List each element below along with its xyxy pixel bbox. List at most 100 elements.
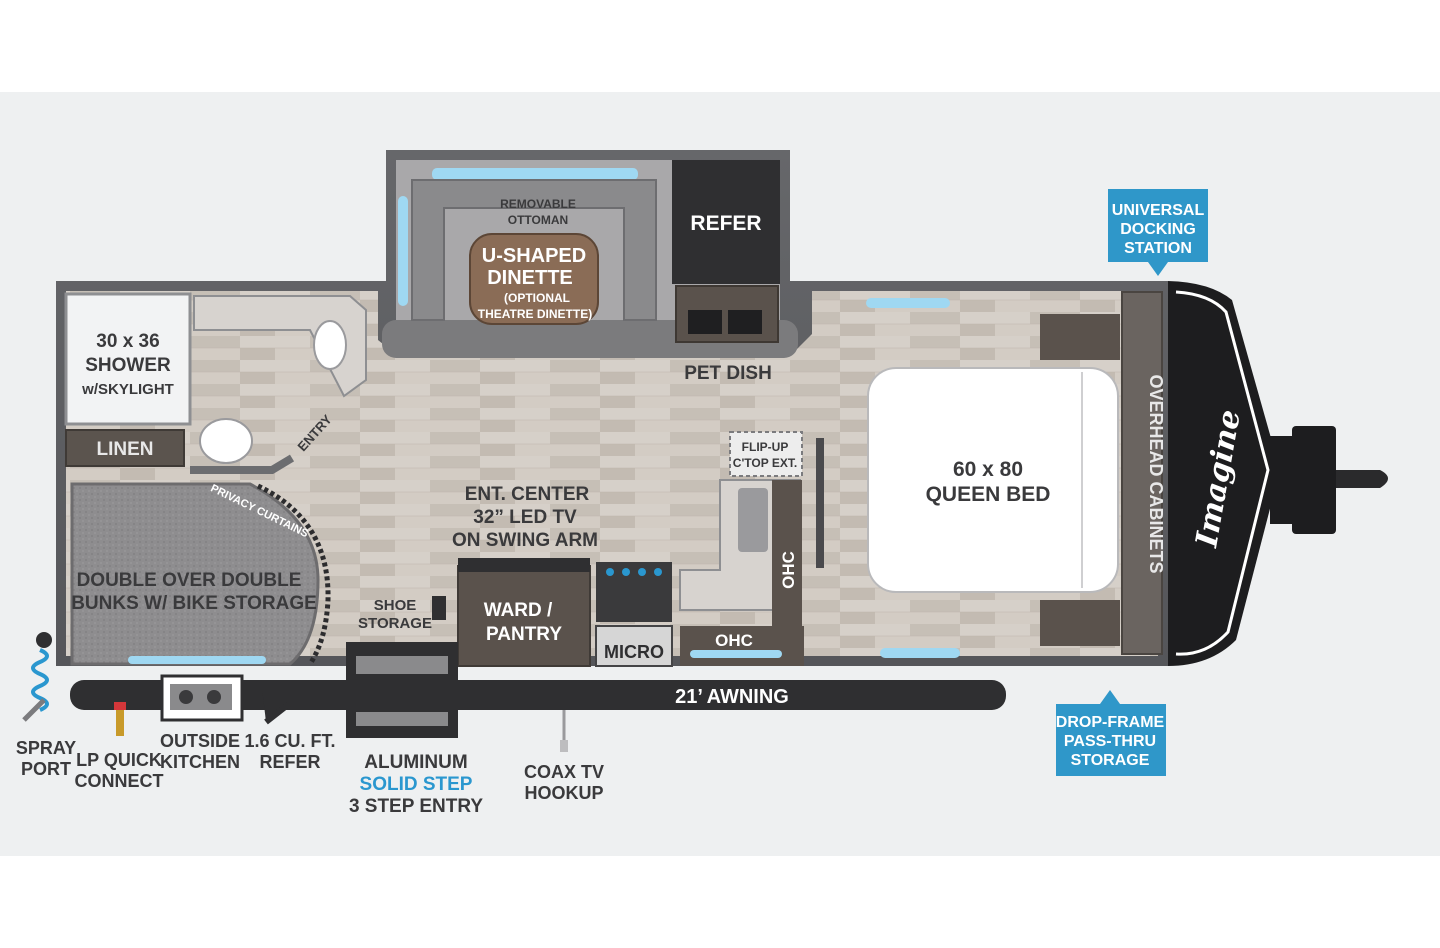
ohc-side-cabinet: [772, 480, 802, 646]
kitchen-window: [690, 650, 782, 658]
dinette-table: [469, 233, 599, 325]
ottoman-label-line1: REMOVABLE: [500, 197, 576, 211]
kitchen: OHC FLIP-UP C'TOP EXT. MICRO OHC: [595, 431, 824, 667]
bunks-label-line2: BUNKS W/ BIKE STORAGE: [71, 593, 317, 614]
burner-1: [606, 568, 614, 576]
vanity-counter: [193, 295, 367, 398]
nightstand-bottom: [1040, 600, 1120, 646]
bed-label-line1: 60 x 80: [953, 458, 1023, 481]
pet-dish-bowl-right: [728, 310, 762, 334]
ottoman-label-line2: OTTOMAN: [508, 213, 568, 227]
coax-jack: [560, 740, 568, 752]
bunks: PRIVACY CURTAINS DOUBLE OVER DOUBLE BUNK…: [70, 482, 331, 666]
flip-up-line1: FLIP-UP: [742, 440, 789, 454]
bathroom-sink: [313, 320, 347, 370]
kitchen-sink: [738, 488, 768, 552]
linen-cabinet: [65, 429, 185, 467]
hitch-coupler: [1336, 470, 1388, 488]
refer-box: [672, 160, 780, 284]
overhead-cabinets: [1121, 291, 1163, 655]
shower: 30 x 36 SHOWER w/SKYLIGHT: [64, 292, 192, 426]
shower-pan: [64, 292, 192, 426]
flip-up-line2: C'TOP EXT.: [733, 456, 797, 470]
privacy-curtains: [256, 483, 331, 666]
docking-line3: STATION: [1124, 240, 1192, 257]
drop-frame-line1: DROP-FRAME: [1056, 714, 1165, 731]
step-3: [356, 708, 448, 726]
tv-mount: [458, 558, 590, 572]
bedroom-window-bottom: [880, 648, 960, 658]
ohc-bottom-label: OHC: [715, 631, 753, 650]
queen-bed: 60 x 80 QUEEN BED: [867, 367, 1119, 593]
micro-label: MICRO: [604, 642, 664, 662]
lp-connect-valve: [114, 702, 126, 710]
shoe-label-line2: STORAGE: [358, 615, 432, 632]
bunk-mattress: [70, 482, 320, 666]
front-cap-shell: [1168, 281, 1280, 666]
slide-window-top: [432, 168, 638, 180]
spray-nozzle: [22, 698, 46, 722]
bath-wall: [190, 454, 295, 474]
drop-frame-badge: [1056, 690, 1166, 776]
ohc-side-label: OHC: [779, 551, 798, 589]
dinette: REMOVABLE OTTOMAN U-SHAPED DINETTE (OPTI…: [398, 168, 657, 325]
microwave: [595, 625, 673, 667]
bunks-label-line1: DOUBLE OVER DOUBLE: [77, 570, 302, 591]
ward-label-line2: PANTRY: [486, 624, 562, 645]
ent-center-line3: ON SWING ARM: [452, 530, 598, 551]
awning-bar-gap: [346, 678, 458, 712]
dinette-label-line1: U-SHAPED: [482, 245, 586, 267]
outside-equipment: [22, 632, 568, 752]
ent-center-line1: ENT. CENTER: [465, 484, 590, 505]
refrigerator: REFER PET DISH: [672, 160, 780, 384]
shoe-label-line1: SHOE: [374, 597, 417, 614]
outside-burner-1: [179, 690, 193, 704]
dinette-option-line1: (OPTIONAL: [504, 291, 570, 305]
nightstand-top: [1040, 314, 1120, 360]
refer-small-line1: 1.6 CU. FT.: [244, 731, 335, 751]
hitch-jack: [1292, 426, 1336, 534]
docking-line2: DOCKING: [1120, 221, 1196, 238]
burner-2: [622, 568, 630, 576]
coax-line1: COAX TV: [524, 762, 604, 782]
front-cap-trim: [1175, 290, 1270, 656]
shower-label-line2: SHOWER: [85, 355, 171, 376]
refer-label: REFER: [690, 212, 761, 235]
spray-port-line2: PORT: [21, 759, 71, 779]
shoe-rack: [432, 596, 446, 620]
ward-label-line1: WARD /: [484, 600, 553, 621]
drop-frame-callout: DROP-FRAME PASS-THRU STORAGE: [1056, 690, 1166, 776]
flip-up-counter: [729, 431, 803, 477]
outside-kitchen-line1: OUTSIDE: [160, 731, 240, 751]
awning-bar: [70, 680, 1006, 710]
outside-burner-2: [207, 690, 221, 704]
drop-frame-line3: STORAGE: [1071, 752, 1150, 769]
front-cap: Imagine: [1168, 281, 1388, 666]
lp-quick-line2: CONNECT: [75, 771, 164, 791]
bedroom-window-top: [866, 298, 950, 308]
shower-label-line1: 30 x 36: [96, 331, 159, 352]
lp-quick-line1: LP QUICK: [76, 750, 162, 770]
bathroom: LINEN: [65, 295, 367, 474]
outside-kitchen-line2: KITCHEN: [160, 752, 240, 772]
dinette-option-line2: THEATRE DINETTE): [478, 307, 592, 321]
solid-step-label: SOLID STEP: [360, 774, 473, 795]
dinette-label-line2: DINETTE: [487, 267, 573, 289]
slide-divider: [816, 438, 824, 568]
spray-port-knob: [36, 632, 52, 648]
linen-label: LINEN: [97, 439, 154, 460]
aluminum-label: ALUMINUM: [364, 752, 467, 773]
pet-dish-label: PET DISH: [684, 363, 772, 384]
bed-mattress: [867, 367, 1119, 593]
refer-small-line2: REFER: [259, 752, 320, 772]
spray-port-line1: SPRAY: [16, 738, 76, 758]
burner-4: [654, 568, 662, 576]
ohc-bottom-cabinet: [680, 626, 804, 666]
shower-label-line3: w/SKYLIGHT: [81, 381, 174, 398]
coax-line2: HOOKUP: [524, 783, 603, 803]
dinette-bench: [411, 179, 657, 321]
docking-line1: UNIVERSAL: [1112, 202, 1205, 219]
drop-frame-line2: PASS-THRU: [1064, 733, 1156, 750]
bunk-window: [128, 656, 266, 664]
